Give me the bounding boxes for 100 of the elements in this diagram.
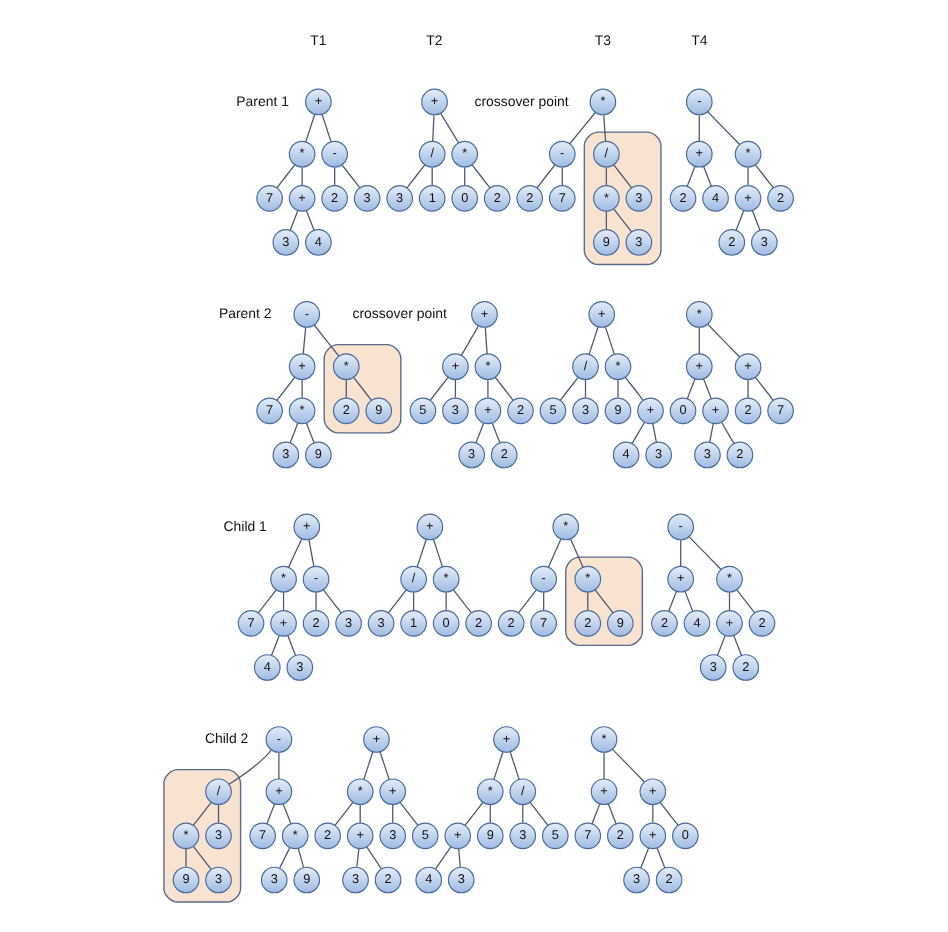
connector bbox=[301, 166, 303, 186]
connector bbox=[707, 323, 741, 358]
connector bbox=[416, 539, 427, 568]
connector bbox=[529, 801, 549, 826]
connector bbox=[282, 803, 292, 825]
connector bbox=[356, 848, 360, 868]
connector bbox=[366, 846, 382, 870]
cluster bbox=[565, 556, 644, 647]
connector bbox=[747, 379, 749, 399]
connector bbox=[588, 326, 599, 355]
connector bbox=[484, 327, 488, 355]
connector bbox=[603, 114, 607, 143]
connector bbox=[631, 421, 645, 445]
connector bbox=[698, 327, 700, 355]
connector bbox=[287, 634, 297, 656]
connector bbox=[185, 848, 187, 868]
connector bbox=[536, 164, 556, 189]
connector bbox=[315, 591, 317, 611]
connector bbox=[684, 590, 694, 612]
connector bbox=[458, 848, 461, 868]
connector bbox=[509, 751, 520, 781]
connector bbox=[559, 376, 579, 401]
connector bbox=[266, 803, 276, 825]
connector bbox=[493, 751, 504, 781]
connector bbox=[399, 801, 419, 826]
connector bbox=[432, 114, 435, 143]
connector bbox=[341, 164, 361, 189]
connector bbox=[680, 539, 682, 568]
connector bbox=[287, 538, 303, 568]
connector bbox=[747, 166, 749, 186]
connector bbox=[754, 376, 774, 401]
connector bbox=[434, 846, 452, 870]
connector bbox=[617, 379, 619, 399]
connector bbox=[276, 376, 296, 401]
connector bbox=[353, 376, 373, 401]
connector bbox=[192, 846, 212, 871]
connector bbox=[733, 634, 743, 656]
connector bbox=[613, 208, 633, 233]
connector bbox=[702, 165, 712, 187]
connector bbox=[487, 379, 489, 399]
connector bbox=[440, 112, 460, 144]
connector bbox=[591, 803, 601, 825]
connector bbox=[494, 376, 514, 401]
connector bbox=[709, 422, 714, 443]
connector bbox=[192, 801, 212, 826]
connector bbox=[611, 748, 646, 783]
connector bbox=[429, 376, 449, 401]
connector bbox=[322, 589, 342, 614]
connector bbox=[387, 589, 407, 614]
connector bbox=[308, 539, 315, 568]
connector bbox=[668, 590, 678, 612]
connector bbox=[721, 421, 735, 445]
connector bbox=[475, 422, 485, 444]
connector bbox=[688, 536, 722, 571]
connector bbox=[321, 114, 332, 143]
connector bbox=[707, 111, 741, 146]
connector bbox=[279, 846, 291, 869]
connector bbox=[305, 114, 316, 143]
connector bbox=[652, 422, 657, 443]
connector bbox=[604, 326, 615, 355]
connector bbox=[379, 751, 390, 781]
connector bbox=[270, 634, 280, 656]
connector bbox=[289, 209, 299, 231]
connector bbox=[702, 378, 712, 400]
connector bbox=[547, 538, 562, 568]
connector bbox=[686, 378, 696, 400]
connector bbox=[433, 539, 444, 568]
connector bbox=[659, 801, 679, 826]
connector bbox=[278, 752, 280, 780]
connector bbox=[736, 589, 756, 614]
connector bbox=[302, 326, 307, 355]
connector bbox=[751, 209, 761, 231]
connector bbox=[305, 422, 315, 444]
connector bbox=[613, 164, 633, 189]
connector bbox=[257, 589, 277, 614]
connector bbox=[453, 589, 472, 614]
connector bbox=[569, 112, 596, 145]
connector bbox=[624, 376, 644, 401]
cluster bbox=[323, 343, 402, 434]
connector bbox=[305, 209, 315, 231]
connector bbox=[735, 209, 745, 231]
connector bbox=[276, 164, 296, 189]
connector bbox=[406, 164, 426, 189]
connector bbox=[603, 752, 605, 780]
connector bbox=[334, 801, 354, 826]
connector bbox=[594, 589, 614, 614]
connector bbox=[491, 422, 501, 444]
connector bbox=[363, 751, 374, 781]
connector bbox=[297, 847, 305, 868]
connector bbox=[289, 422, 299, 444]
cluster bbox=[583, 131, 662, 266]
connector bbox=[716, 634, 726, 656]
connector bbox=[301, 379, 303, 399]
connector bbox=[464, 801, 484, 826]
connector bbox=[656, 847, 666, 869]
connector bbox=[313, 324, 340, 357]
connector bbox=[686, 165, 696, 187]
cluster bbox=[163, 769, 242, 903]
connector bbox=[445, 591, 447, 611]
connector bbox=[754, 164, 774, 189]
